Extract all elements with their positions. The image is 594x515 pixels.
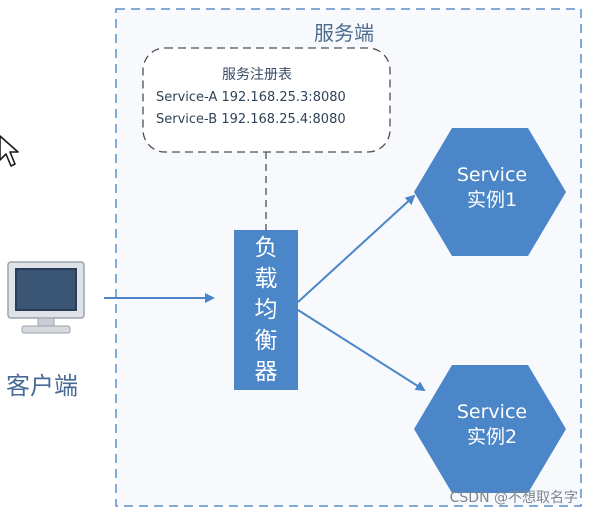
load-balancer-node[interactable] — [234, 230, 298, 390]
service-instance-2-label: Service 实例2 — [456, 401, 528, 448]
monitor-icon — [7, 261, 85, 334]
service-instance-1-node[interactable] — [414, 128, 566, 256]
server-label: 服务端 — [314, 21, 374, 45]
lb-to-service-1-arrow — [297, 194, 416, 303]
watermark: CSDN @不想取名字 — [449, 490, 578, 506]
client-label: 客户端 — [6, 372, 78, 400]
registry-entry: Service-A 192.168.25.3:8080 — [156, 90, 346, 105]
lb-to-service-2-arrow — [297, 309, 426, 392]
service-instance-2-node[interactable] — [414, 365, 566, 493]
service-instance-1-label: Service 实例1 — [456, 164, 528, 211]
registry-title: 服务注册表 — [222, 67, 292, 83]
load-balancer-label: 负载均衡器 — [254, 234, 278, 385]
load-balancer-label-wrap: 负载均衡器 — [234, 230, 298, 390]
registry-entry: Service-B 192.168.25.4:8080 — [156, 112, 346, 127]
cursor-arrow-icon — [0, 135, 19, 167]
